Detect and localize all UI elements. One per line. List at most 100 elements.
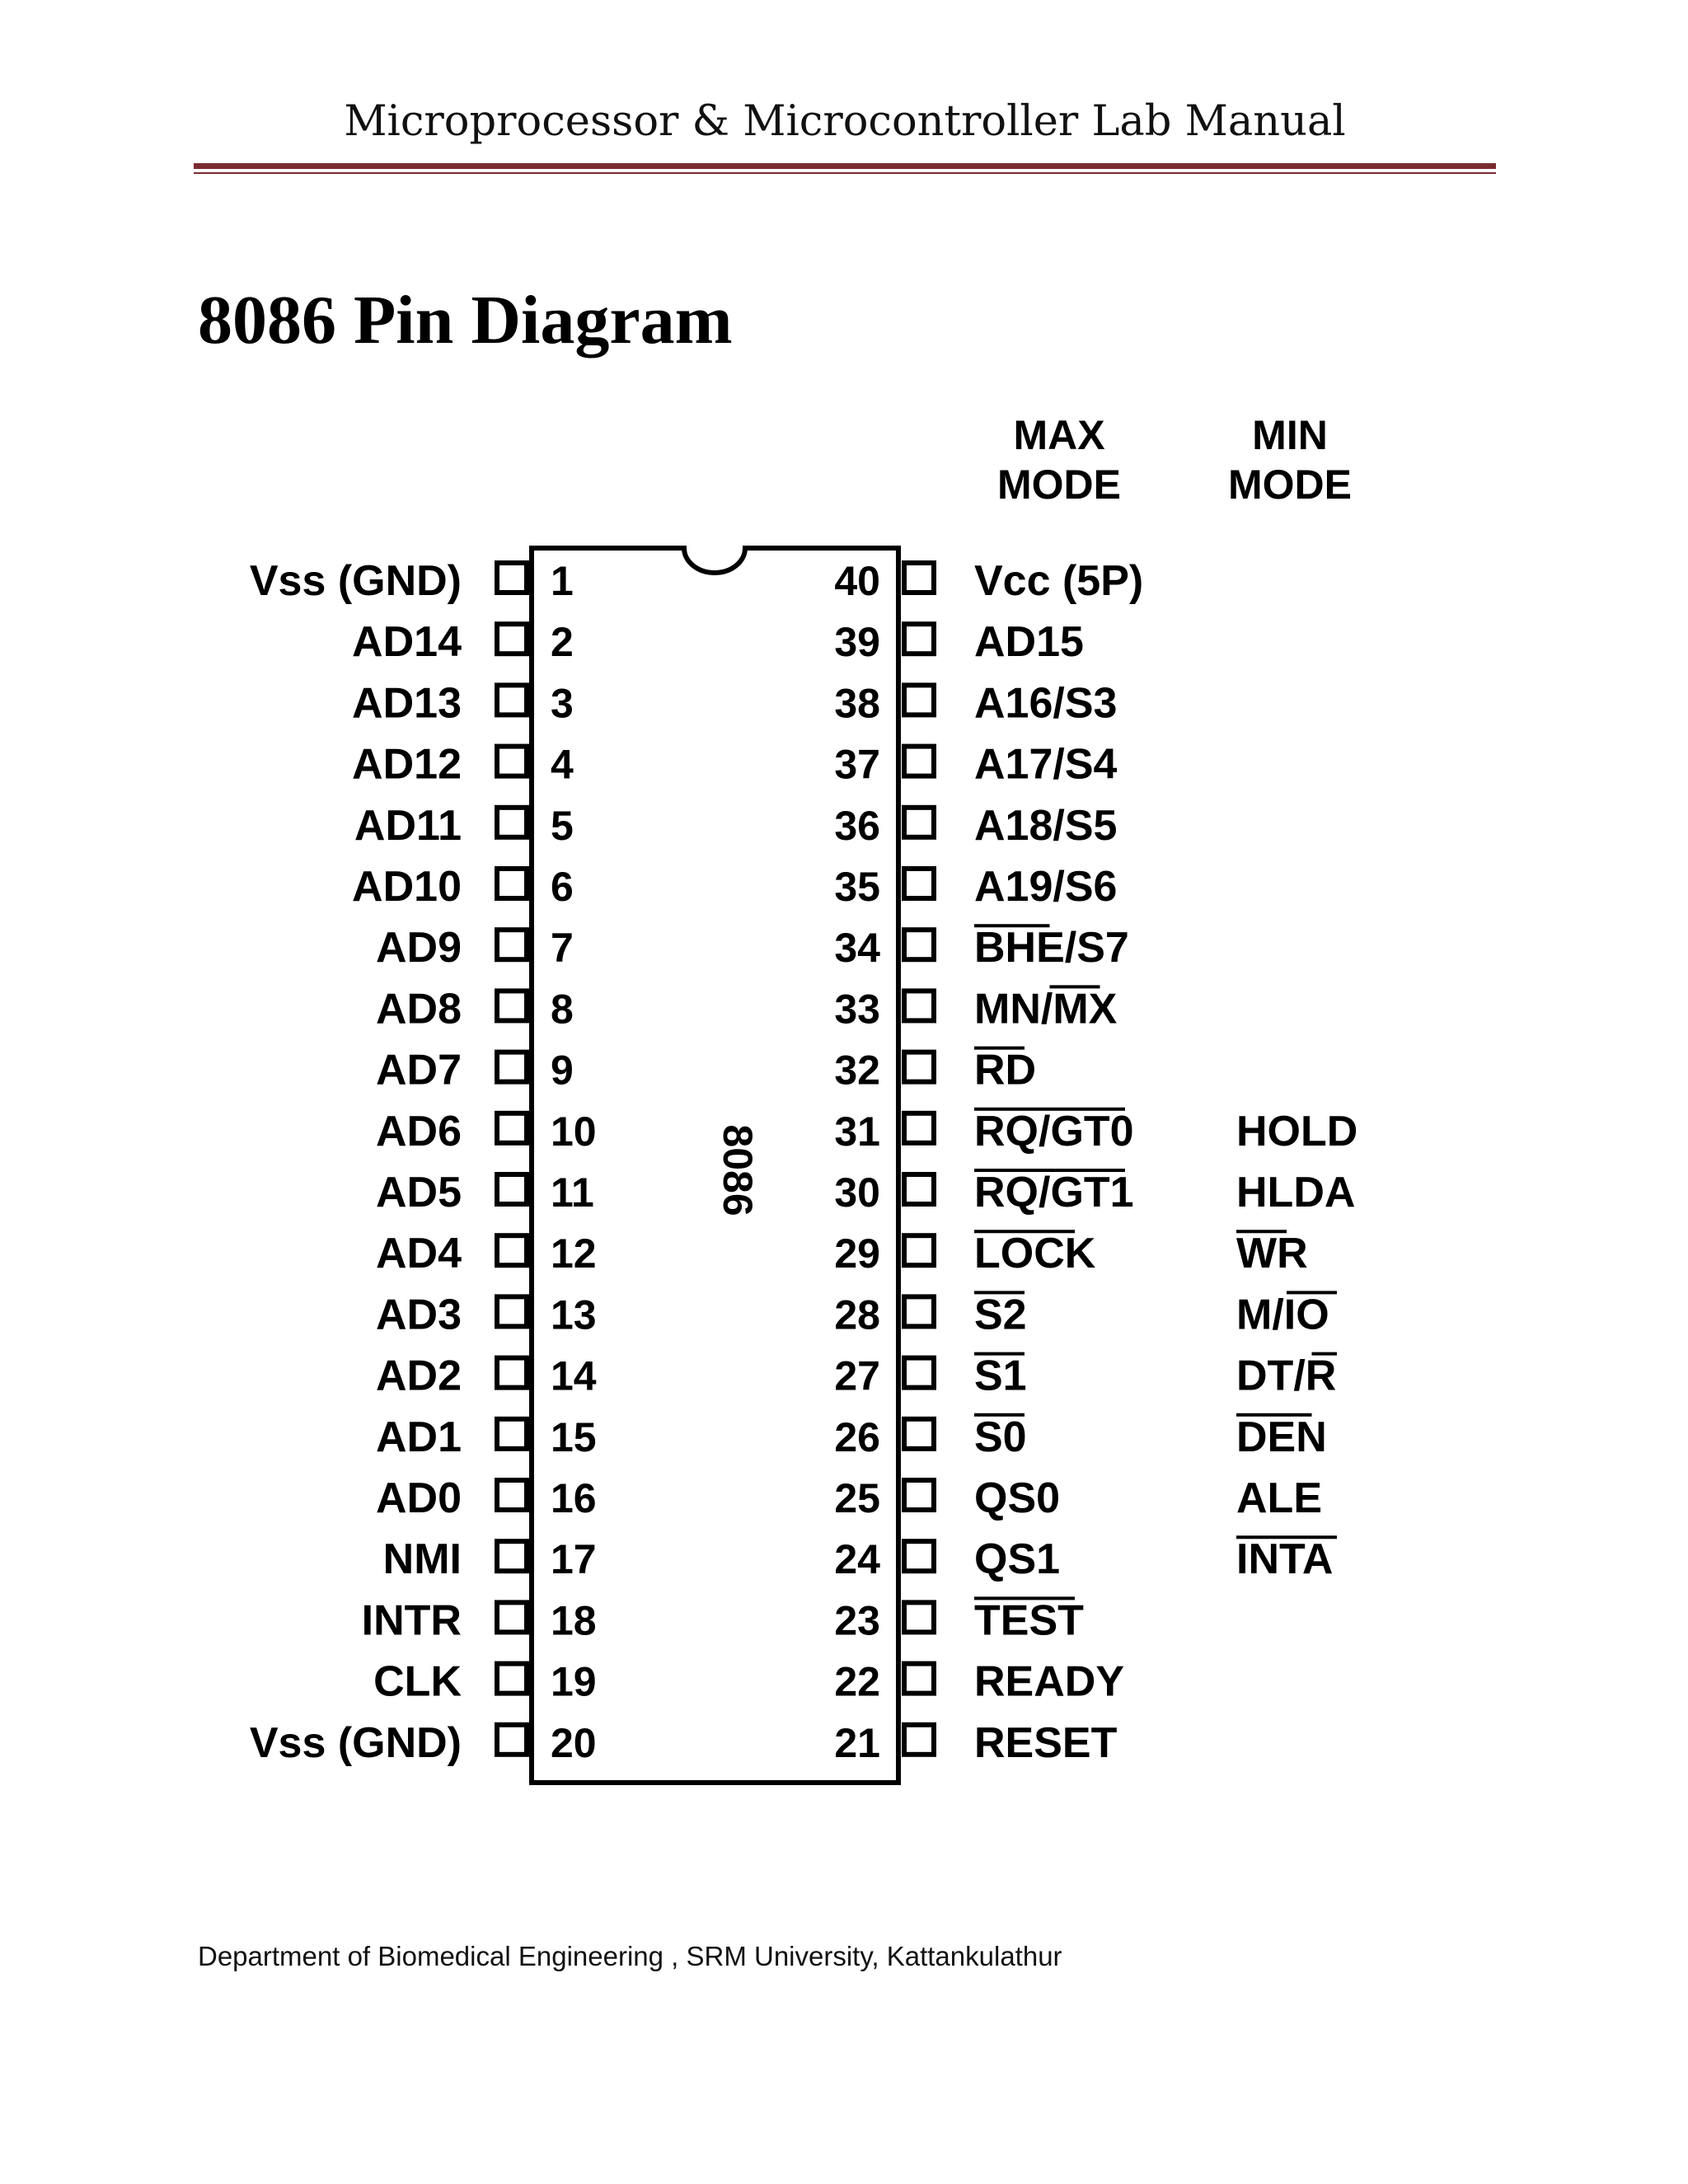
pin-label-left: Vss (GND) [250,557,462,605]
pin-label-max-mode: A17/S4 [974,741,1118,789]
pin-stub-right [902,1478,936,1512]
pin-label-left: AD5 [376,1169,462,1216]
pin-stub-right [902,927,936,963]
pin-stub-left [495,621,529,657]
pin-number: 39 [834,619,880,665]
max-mode-header-line2: MODE [997,462,1121,508]
pin-label-max-mode: S2 [974,1291,1027,1338]
pin-label-min-mode: INTA [1236,1535,1333,1583]
pin-label-max-mode: TEST [974,1596,1084,1644]
pin-label-left: AD4 [376,1230,462,1277]
pin-label-max-mode: MN/MX [974,985,1118,1033]
pin-label-min-mode: HOLD [1236,1108,1357,1155]
pin-number: 36 [834,803,880,849]
pin-label-left: AD3 [376,1291,462,1338]
pin-stub-left [495,866,529,901]
pin-stub-right [902,804,936,840]
pin-stub-right [902,1661,936,1696]
pin-label-min-mode: ALE [1236,1474,1322,1522]
pin-number: 4 [551,742,574,788]
pin-stub-right [902,682,936,718]
min-mode-header-line1: MIN [1252,412,1328,458]
pin-stub-left [495,1110,529,1146]
pin-number: 26 [834,1414,880,1460]
min-mode-header-line2: MODE [1228,462,1352,508]
pin-label-left: AD11 [354,802,462,850]
pin-label-max-mode: A16/S3 [974,679,1117,727]
pin-stub-right [902,1416,936,1451]
pin-label-max-mode: QS0 [974,1474,1060,1522]
pin-stub-right [902,560,936,595]
pin-stub-left [495,743,529,779]
pin-label-left: AD8 [376,985,462,1033]
pin-stub-right [902,621,936,657]
chip-label: 8086 [715,1124,761,1216]
pin-stub-left [495,1355,529,1390]
pin-number: 12 [551,1230,597,1277]
pin-number: 40 [834,558,880,604]
pin-stub-right [902,1539,936,1574]
pin-number: 28 [834,1291,880,1338]
pin-number: 37 [834,742,880,788]
pin-number: 35 [834,864,880,910]
pin-stub-left [495,1233,529,1268]
pin-number: 16 [551,1475,597,1521]
pin-stub-left [495,1539,529,1574]
pin-number: 5 [551,803,574,849]
pin-number: 11 [551,1169,594,1216]
pin-label-max-mode: S1 [974,1352,1027,1400]
pin-number: 14 [551,1353,597,1399]
pin-number: 9 [551,1047,574,1094]
pin-label-max-mode: RESET [974,1719,1118,1767]
header-rule [194,163,1496,169]
pin-label-left: AD12 [352,741,462,789]
pin-number: 23 [834,1597,880,1643]
pin-label-max-mode: Vcc (5P) [974,557,1143,605]
pin-number: 27 [834,1353,880,1399]
pin-number: 38 [834,680,880,726]
pin-number: 25 [834,1475,880,1521]
pin-stub-left [495,560,529,595]
pin-number: 17 [551,1536,597,1582]
pin-label-max-mode: A18/S5 [974,802,1117,850]
page-title: 8086 Pin Diagram [198,282,733,359]
pin-number: 19 [551,1659,597,1705]
header-rule-thin [194,172,1496,174]
pin-label-left: AD1 [376,1413,462,1461]
page-header: Microprocessor & Microcontroller Lab Man… [344,97,1346,146]
pin-stub-right [902,1600,936,1635]
pin-label-left: Vss (GND) [250,1719,462,1767]
page-footer: Department of Biomedical Engineering , S… [198,1941,1062,1971]
pin-label-min-mode: HLDA [1236,1169,1355,1216]
pin-number: 10 [551,1108,597,1155]
pin-label-left: AD14 [352,618,462,666]
pin-stub-left [495,988,529,1024]
pin-number: 6 [551,864,574,910]
pin-number: 7 [551,925,574,971]
pin-label-max-mode: AD15 [974,618,1084,666]
pin-stub-left [495,1661,529,1696]
pin-label-min-mode: DT/R [1236,1352,1336,1400]
pin-number: 32 [834,1047,880,1094]
pin-stub-left [495,1294,529,1329]
pin-label-max-mode: READY [974,1658,1124,1706]
pin-label-left: AD7 [376,1047,462,1094]
pin-label-left: AD6 [376,1108,462,1155]
pin-number: 20 [551,1720,597,1766]
pin-number: 13 [551,1291,597,1338]
pin-number: 2 [551,619,574,665]
pin-label-left: NMI [383,1535,462,1583]
pin-label-left: AD10 [352,863,462,911]
pin-number: 33 [834,986,880,1032]
pin-stub-right [902,866,936,901]
pin-label-max-mode: BHE/S7 [974,924,1129,972]
pin-number: 24 [834,1536,880,1582]
pin-label-left: INTR [362,1596,462,1644]
pin-label-max-mode: QS1 [974,1535,1060,1583]
pin-number: 1 [551,558,574,604]
pin-label-left: AD13 [352,679,462,727]
pin-stub-left [495,1172,529,1207]
pin-label-min-mode: DEN [1236,1413,1327,1461]
